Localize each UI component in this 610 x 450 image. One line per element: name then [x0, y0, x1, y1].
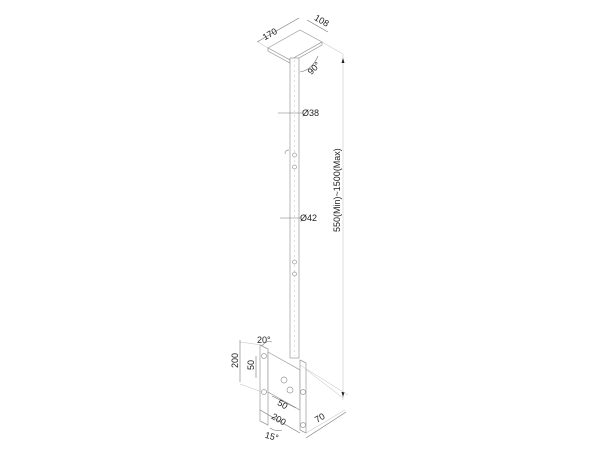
dimension-diameter-42: Ø42	[280, 213, 317, 223]
dimension-vesa-height-200: 200	[230, 340, 241, 382]
dimension-hole-50-horizontal: 50	[271, 395, 297, 412]
dimension-label: Ø42	[300, 213, 317, 223]
dimension-label: 550(Min)~1500(Max)	[332, 148, 342, 232]
dimension-label: Ø38	[302, 108, 319, 118]
dimension-label: 90°	[306, 60, 323, 77]
telescopic-pole	[284, 57, 300, 359]
dimension-tilt-20: 20°	[257, 335, 273, 347]
dimension-height-range: 550(Min)~1500(Max)	[299, 54, 345, 400]
dimension-hole-50-vertical: 50	[246, 356, 257, 378]
dimension-label: 200	[230, 353, 240, 368]
dimension-label: 108	[313, 13, 331, 29]
dimension-tilt-15: 15°	[264, 427, 283, 443]
dimension-label: 15°	[264, 430, 280, 443]
dimension-label: 50	[276, 398, 290, 412]
dimension-label: 200	[270, 411, 288, 427]
dimension-label: 50	[246, 360, 256, 370]
dimension-diameter-38: Ø38	[278, 108, 319, 118]
dimension-label: 20°	[257, 335, 271, 345]
tv-bracket	[239, 341, 349, 434]
dimension-swivel-angle: 90°	[299, 55, 323, 77]
dimension-depth-70: 70	[305, 411, 347, 439]
dimension-label: 70	[313, 411, 327, 425]
dimension-label: 170	[261, 26, 279, 42]
dimension-108: 108	[306, 13, 331, 33]
